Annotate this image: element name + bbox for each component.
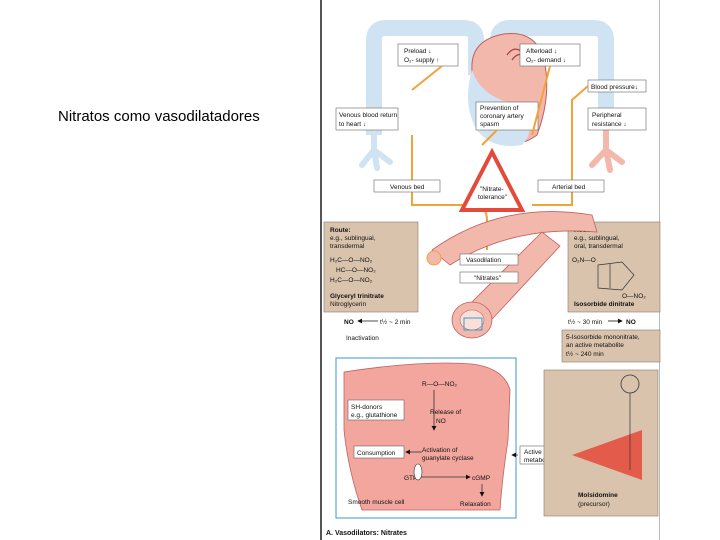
relaxation-label: Relaxation <box>460 501 491 508</box>
slide-title: Nitratos como vasodilatadores <box>58 108 260 125</box>
molsidomine-panel: Molsidomine (precursor) <box>543 369 659 517</box>
chem-left-1: H₂C—O—NO₂ <box>330 257 373 264</box>
precursor-label: (precursor) <box>578 501 610 508</box>
metabolite-label: metabolite <box>524 457 554 464</box>
cgmp-label: cGMP <box>472 475 490 482</box>
no-pathway-label: NO <box>436 418 446 425</box>
route-right-line-2: oral, transdermal <box>574 243 623 250</box>
mononitrate-panel: 5-Isosorbide mononitrate, an active meta… <box>561 329 661 363</box>
gtp-label: GTP <box>404 475 417 482</box>
arterial-bed-label: Arterial bed <box>552 184 586 191</box>
venous-bed-box: Venous bed <box>373 179 441 193</box>
no-right-label: NO <box>626 319 636 326</box>
venous-return-label-1: Venous blood return <box>339 112 398 119</box>
venous-branches <box>359 132 393 171</box>
ro-no2-label: R—O—NO₂ <box>422 381 458 388</box>
prevention-line-3: spasm <box>480 121 499 128</box>
peripheral-line-1: Peripheral <box>592 112 622 119</box>
figure-caption: A. Vasodilators: Nitrates <box>326 530 407 537</box>
venous-return-tube <box>366 20 484 135</box>
o2-supply-label: O₂- supply ↑ <box>404 57 439 64</box>
nitroglycerin-label: Nitroglycerin <box>330 301 367 308</box>
nitrates-label: "Nitrates" <box>474 275 502 282</box>
half-life-right-label: t½ ~ 30 min <box>568 318 603 326</box>
inactivation-label: Inactivation <box>346 335 379 342</box>
activation-label: Activation of <box>422 447 458 454</box>
route-right-panel: Route: e.g., sublingual, oral, transderm… <box>567 221 661 313</box>
no-left-label: NO <box>344 319 354 326</box>
nitrates-box: "Nitrates" <box>459 271 519 284</box>
half-life-left-label: t½ ~ 2 min <box>380 318 411 326</box>
route-right-line-1: e.g., sublingual, <box>574 235 620 242</box>
tolerance-line-1: "Nitrate- <box>480 186 504 193</box>
pathway-content: R—O—NO₂ SH-donors e.g., glutathione Rele… <box>347 381 491 508</box>
peripheral-line-2: resistance ↓ <box>592 121 627 128</box>
tolerance-line-2: tolerance" <box>478 194 508 201</box>
mononitrate-line-2: an active metabolite <box>566 342 624 349</box>
peripheral-box: Peripheral resistance ↓ <box>587 107 647 131</box>
molsidomine-label: Molsidomine <box>578 492 618 499</box>
venous-bed-label: Venous bed <box>390 184 425 191</box>
route-left-line-1: e.g., sublingual, <box>330 235 376 242</box>
left-kinetics: NO t½ ~ 2 min Inactivation <box>344 318 411 342</box>
preload-box: Preload ↓ O₂- supply ↑ <box>397 43 459 67</box>
o2-demand-label: O₂- demand ↓ <box>526 57 566 64</box>
tolerance-warning: "Nitrate- tolerance" <box>458 147 526 212</box>
vasodilation-label: Vasodilation <box>466 257 501 264</box>
release-label: Release of <box>430 409 461 416</box>
sh-donors-label: SH-donors <box>351 404 383 411</box>
smooth-muscle-label: Smooth muscle cell <box>348 499 405 506</box>
preload-label: Preload ↓ <box>404 48 431 55</box>
chem-left-2: HC—O—NO₂ <box>336 267 376 274</box>
afterload-label: Afterload ↓ <box>526 48 557 55</box>
route-left-panel: Route: e.g., sublingual, transdermal H₂C… <box>323 221 419 313</box>
mononitrate-line-1: 5-Isosorbide mononitrate, <box>566 334 640 341</box>
guanylate-label: guanylate cyclase <box>422 455 474 462</box>
vasodilation-box: Vasodilation <box>459 253 519 266</box>
pathway-frame <box>335 357 517 519</box>
venous-return-box: Venous blood return to heart ↓ <box>335 107 399 131</box>
glyceryl-label: Glyceryl trinitrate <box>330 293 384 300</box>
active-label: Active <box>524 449 542 456</box>
prevention-box: Prevention of coronary artery spasm <box>475 101 539 131</box>
consumption-label: Consumption <box>357 450 396 457</box>
prevention-line-1: Prevention of <box>480 105 518 112</box>
arterial-bed-box: Arterial bed <box>537 179 605 193</box>
right-kinetics: t½ ~ 30 min NO <box>568 318 636 326</box>
chem-right-1: O₂N—O <box>572 257 596 264</box>
chem-left-3: H₂C—O—NO₂ <box>330 277 373 284</box>
arterial-branches <box>589 127 625 173</box>
prevention-line-2: coronary artery <box>480 113 524 120</box>
venous-return-label-2: to heart ↓ <box>339 121 366 128</box>
blood-pressure-label: Blood pressure↓ <box>591 84 638 91</box>
route-left-line-2: transdermal <box>330 243 365 250</box>
chem-right-2: O—NO₂ <box>622 293 646 300</box>
isosorbide-label: Isosorbide dinitrate <box>574 301 635 308</box>
glutathione-label: e.g., glutathione <box>351 412 398 419</box>
blood-pressure-box: Blood pressure↓ <box>587 79 647 93</box>
route-left-title: Route: <box>330 227 351 234</box>
afterload-box: Afterload ↓ O₂- demand ↓ <box>519 43 581 67</box>
nitrates-figure: Preload ↓ O₂- supply ↑ Afterload ↓ O₂- d… <box>320 0 661 540</box>
mononitrate-line-3: t½ ~ 240 min <box>566 350 604 358</box>
